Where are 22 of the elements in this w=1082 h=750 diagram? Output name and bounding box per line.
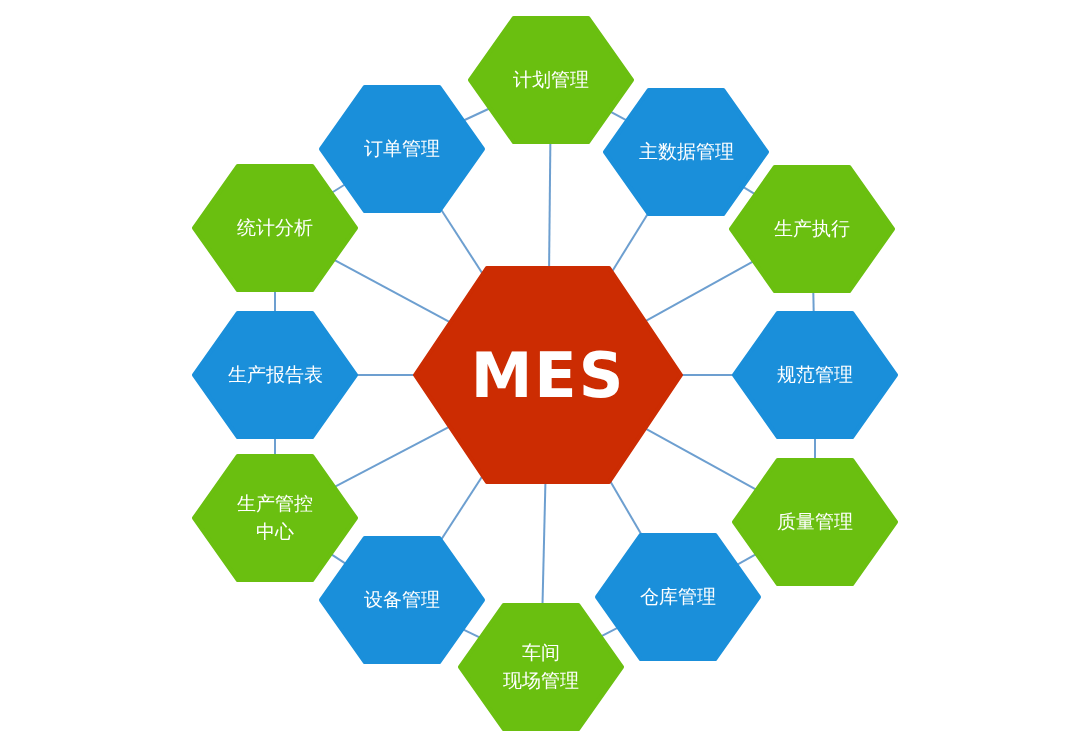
module-label: 生产管控中心 — [237, 491, 313, 544]
connector-line — [735, 553, 758, 566]
connector-line — [461, 628, 482, 639]
connector-line — [608, 479, 643, 536]
module-label: 计划管理 — [513, 67, 589, 92]
center-label: MES — [470, 338, 626, 412]
connector-line — [644, 427, 758, 491]
module-label: 设备管理 — [364, 587, 440, 612]
connector-line — [680, 374, 735, 376]
module-label: 生产报告表 — [227, 362, 323, 387]
module-label: 规范管理 — [777, 362, 853, 387]
module-label: 订单管理 — [364, 136, 440, 161]
module-label: 生产执行 — [774, 216, 850, 241]
module-label: 仓库管理 — [640, 584, 716, 609]
connector-line — [610, 212, 650, 273]
module-label: 质量管理 — [777, 509, 853, 534]
connector-line — [355, 374, 416, 376]
connector-line — [329, 552, 348, 566]
connector-line — [599, 626, 620, 638]
module-label: 车间现场管理 — [503, 640, 579, 693]
module-label: 主数据管理 — [638, 139, 734, 164]
module-label: 统计分析 — [237, 215, 313, 240]
